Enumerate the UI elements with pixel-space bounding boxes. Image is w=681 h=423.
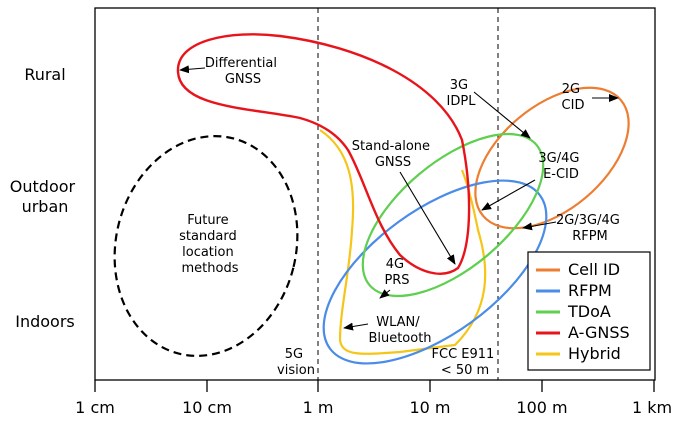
row-label-outdoor-urban: Outdoor urban xyxy=(10,177,80,216)
ecid-3g4g-arrow xyxy=(481,179,536,211)
x-tick-label: 10 cm xyxy=(182,398,232,417)
legend-label: Cell ID xyxy=(568,260,620,279)
prs-4g-arrow xyxy=(379,289,391,299)
row-label-rural: Rural xyxy=(24,65,65,84)
legend: Cell ID RFPM TDoA A-GNSS Hybrid xyxy=(527,251,651,371)
rfpm-multi-label: 2G/3G/4G RFPM xyxy=(556,213,624,244)
idpl-3g-arrow xyxy=(473,91,531,139)
x-tick-label: 10 m xyxy=(409,398,450,417)
standalone-gnss-arrow xyxy=(399,171,456,265)
x-axis: 1 cm 10 cm 1 m 10 m 100 m 1 km xyxy=(75,380,672,417)
ecid-3g4g-label: 3G/4G E-CID xyxy=(538,151,583,182)
row-label-urban: urban xyxy=(22,197,69,216)
a-gnss-region xyxy=(176,33,471,275)
legend-label: A-GNSS xyxy=(568,323,630,342)
legend-label: RFPM xyxy=(568,281,612,300)
x-tick-label: 1 cm xyxy=(75,398,115,417)
x-tick-label: 100 m xyxy=(516,398,567,417)
standalone-gnss-label: Stand-alone GNSS xyxy=(352,139,434,170)
row-label-outdoor: Outdoor xyxy=(10,177,76,196)
row-label-indoors: Indoors xyxy=(15,312,75,331)
vision-5g-label: 5G vision xyxy=(277,347,315,378)
cid-2g-label: 2G CID xyxy=(562,82,585,113)
rfpm-region xyxy=(322,179,548,365)
hybrid-region xyxy=(319,129,487,355)
future-methods-label: Future standard location methods xyxy=(179,213,241,276)
legend-label: TDoA xyxy=(567,302,611,321)
prs-4g-label: 4G PRS xyxy=(384,257,409,288)
differential-gnss-label: Differential GNSS xyxy=(205,56,281,87)
plot-frame xyxy=(94,7,656,381)
rfpm-multi-arrow xyxy=(522,221,557,231)
cell-id-region xyxy=(474,86,630,230)
idpl-3g-label: 3G IDPL xyxy=(447,78,477,109)
wlan-bluetooth-label: WLAN/ Bluetooth xyxy=(368,315,431,346)
future-methods-ellipse xyxy=(113,135,299,357)
fcc-e911-label: FCC E911 < 50 m xyxy=(432,347,499,378)
x-tick-label: 1 m xyxy=(303,398,334,417)
differential-gnss-arrow xyxy=(179,65,206,74)
x-tick-label: 1 km xyxy=(632,398,672,417)
wlan-bluetooth-arrow xyxy=(343,322,369,331)
legend-label: Hybrid xyxy=(568,344,621,363)
tdoa-region xyxy=(361,132,545,298)
